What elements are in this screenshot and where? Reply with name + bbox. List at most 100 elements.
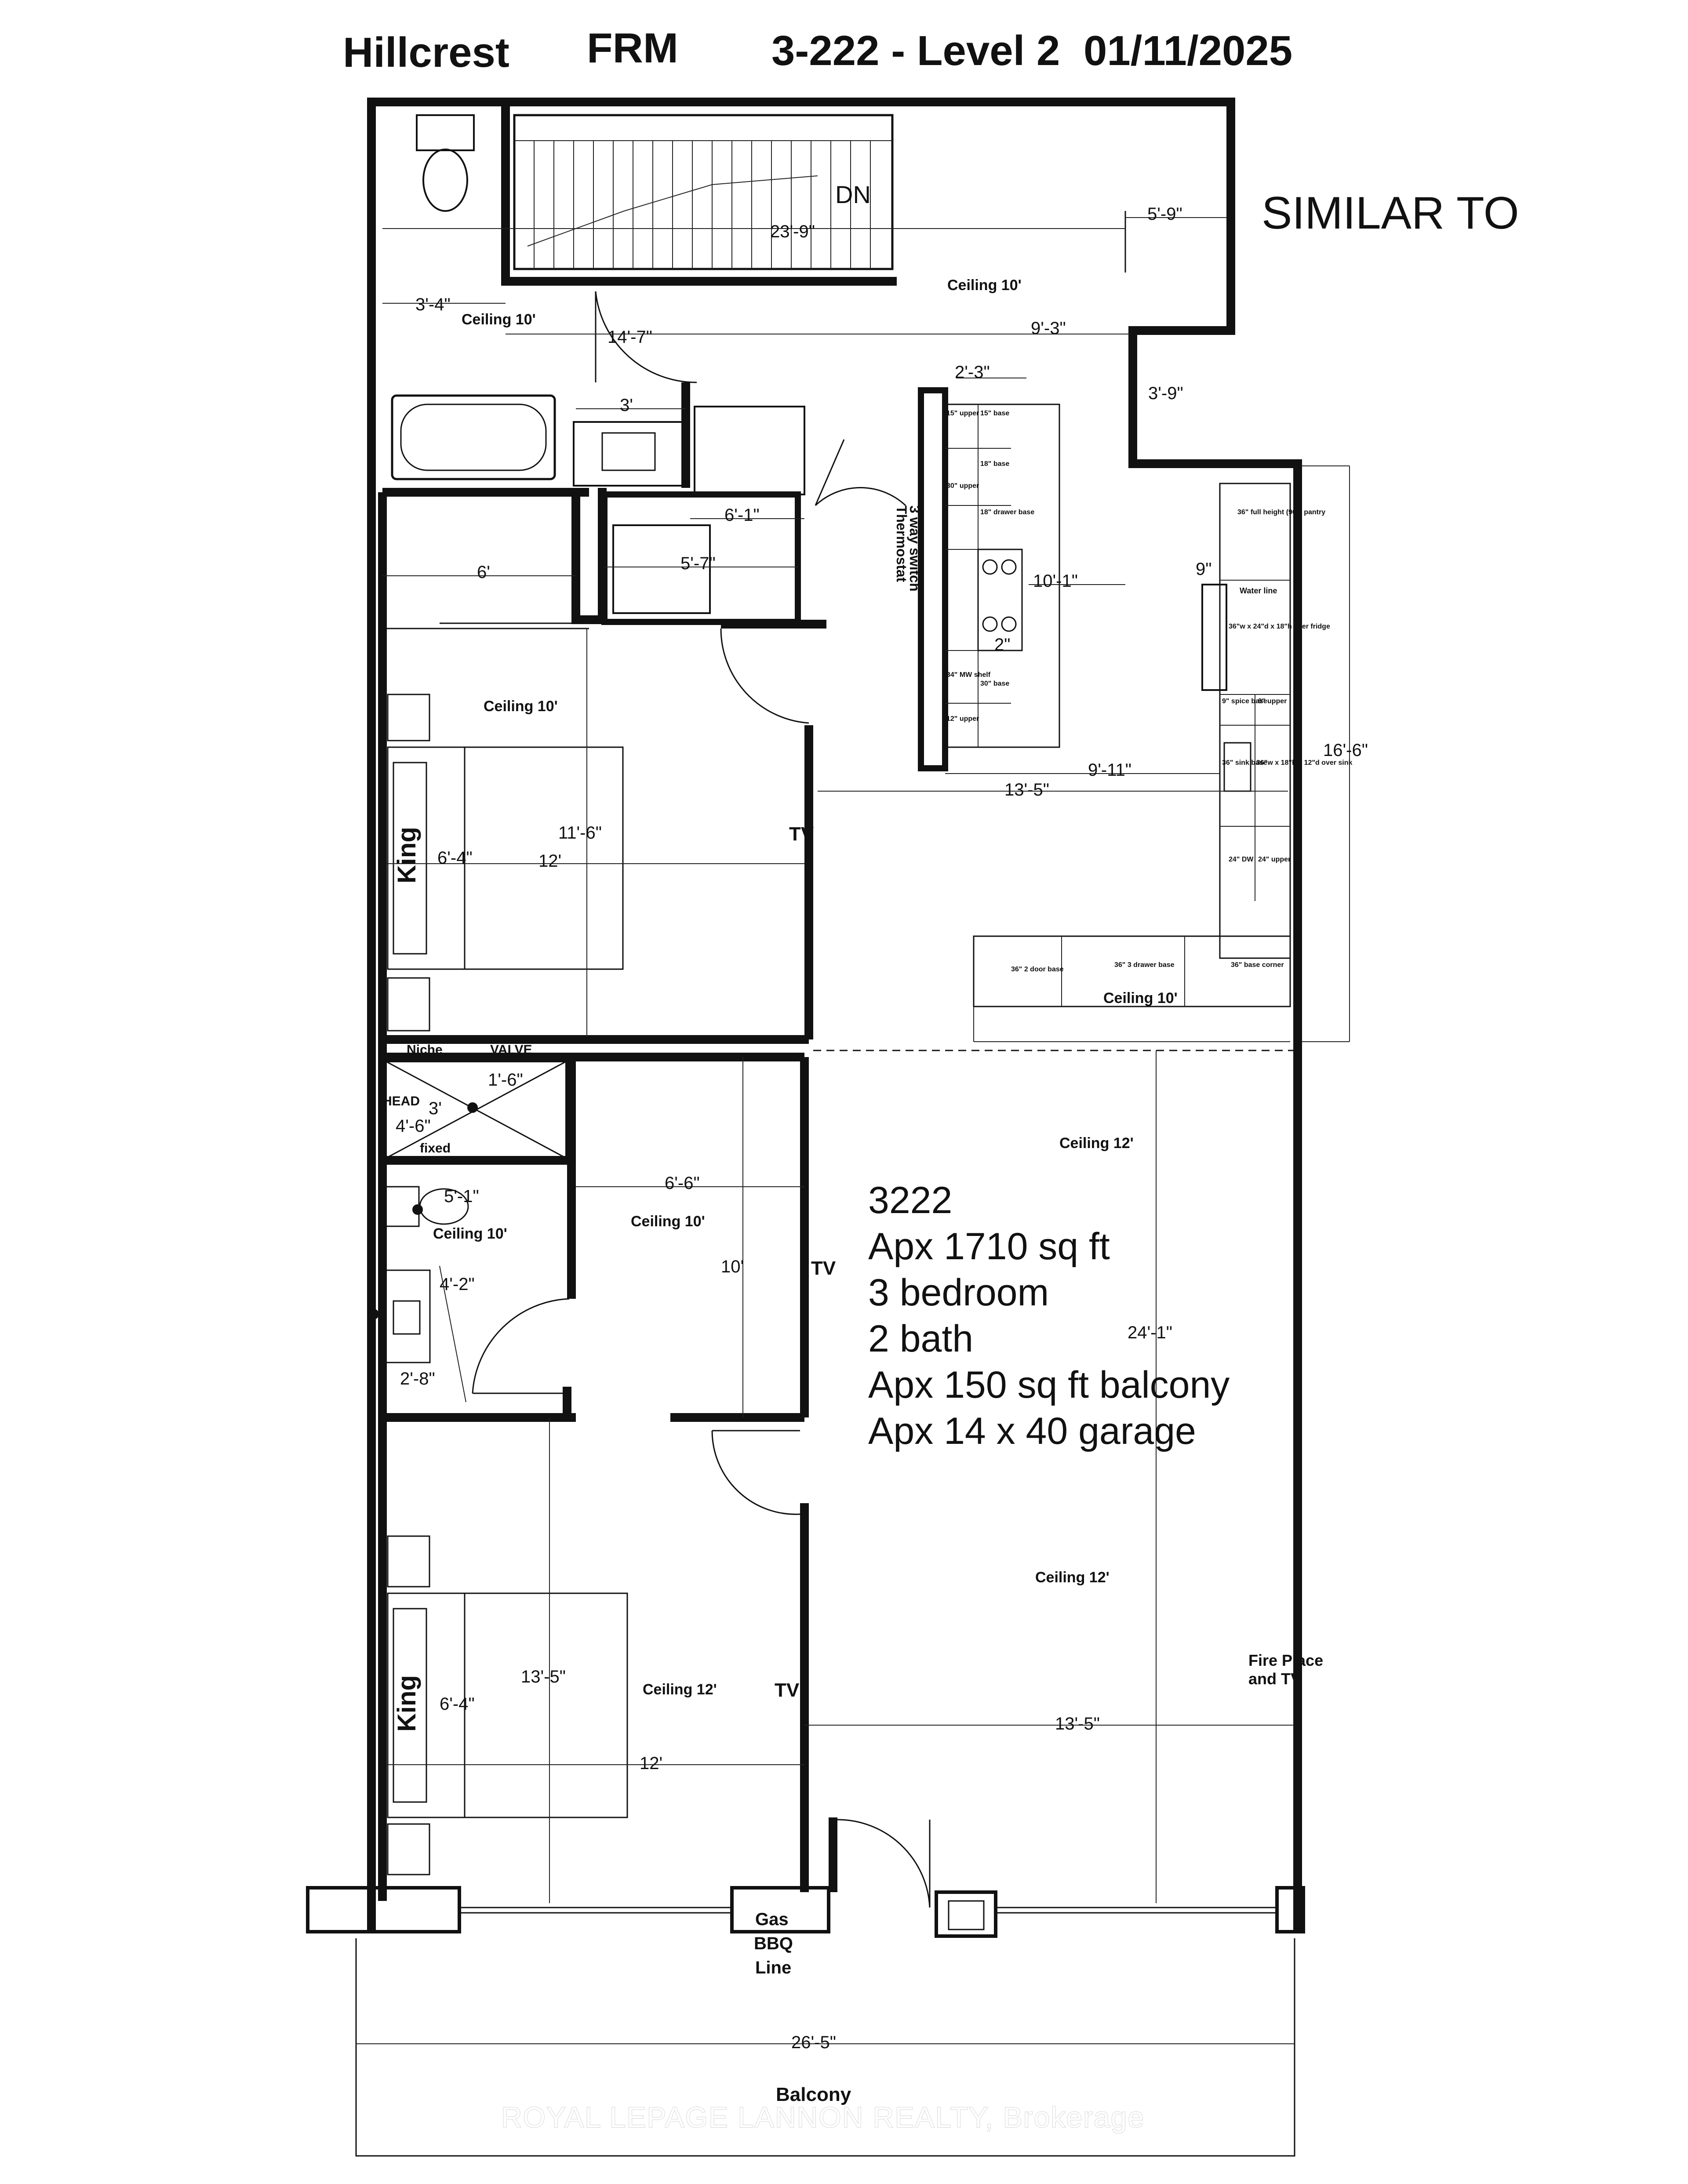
cab-label-dw: 24" DW	[1229, 856, 1254, 863]
unit-number: 3222	[868, 1179, 952, 1221]
ceiling-dining: Ceiling 12'	[1059, 1135, 1134, 1152]
dim-12: 12'	[538, 851, 561, 871]
ceiling-living: Ceiling 12'	[1035, 1569, 1110, 1586]
dim-14-7: 14'-7"	[608, 327, 652, 347]
cab-label-fridge: 36"w x 24"d x 18"h over fridge	[1229, 623, 1330, 630]
doors	[382, 211, 1126, 1908]
exterior-walls	[306, 98, 1305, 1938]
head-label: HEAD	[382, 1094, 420, 1108]
thermostat-label: Thermostat	[894, 505, 909, 582]
kitchen	[918, 378, 1291, 1042]
stair	[513, 114, 894, 270]
dim-13-5: 13'-5"	[1004, 780, 1049, 799]
dim-9-3: 9'-3"	[1031, 319, 1066, 338]
dim-4-2: 4'-2"	[440, 1275, 475, 1294]
fixtures	[368, 114, 805, 1875]
dim-10: 10'	[721, 1257, 744, 1276]
cab-label-spice: 9" spice base	[1222, 698, 1267, 705]
cab-label-sink: 36" sink base	[1222, 759, 1267, 767]
building-name: Hillcrest	[343, 29, 509, 76]
valve-label: VALVE	[490, 1043, 532, 1057]
dimension-labels: 23'-9" 5'-9" 3'-4" 14'-7" 9'-3" 2'-3" 3'…	[396, 204, 1368, 2052]
gas-label-1: Gas	[755, 1910, 789, 1929]
dim-2-3: 2'-3"	[955, 363, 990, 382]
ceiling-bedroom-3: Ceiling 12'	[643, 1681, 717, 1698]
stair-down-label: DN	[835, 181, 871, 208]
cab-label-over-sink: 36"w x 18"h x 12"d over sink	[1256, 759, 1353, 767]
dim-5-9: 5'-9"	[1147, 204, 1182, 224]
cab-label-2: 15" base	[980, 410, 1009, 417]
dim-6-1: 6'-1"	[724, 505, 760, 525]
dim-5-1: 5'-1"	[444, 1187, 479, 1206]
dim-5-7: 5'-7"	[680, 554, 716, 573]
dim-3: 3'	[620, 396, 633, 415]
interior-walls	[382, 102, 1295, 1892]
dim-4-6: 4'-6"	[396, 1116, 431, 1136]
cab-label-7: 30" base	[980, 680, 1009, 687]
dim-24-1: 24'-1"	[1128, 1323, 1172, 1342]
balcony-label: Balcony	[776, 2084, 851, 2105]
unit-info: 3222 Apx 1710 sq ft 3 bedroom 2 bath Apx…	[868, 1179, 1230, 1452]
dim-6-4-bedroom: 6'-4"	[440, 1694, 475, 1714]
cab-label-6: 34" MW shelf	[946, 671, 991, 679]
fireplace-label-1: Fire Place	[1248, 1651, 1323, 1669]
king-bed-label-1: King	[393, 827, 421, 883]
ceiling-bath: Ceiling 10'	[462, 311, 536, 328]
ceiling-kitchen: Ceiling 10'	[1103, 990, 1178, 1007]
ceiling-ensuite: Ceiling 10'	[433, 1225, 507, 1242]
cab-label-upper-24: 24" upper	[1258, 856, 1291, 863]
dim-3-4: 3'-4"	[415, 295, 451, 314]
niche-label: Niche	[407, 1043, 443, 1057]
ceiling-hall: Ceiling 10'	[947, 277, 1022, 294]
cabinet-labels: 15" upper 15" base 18" base 30" upper 18…	[946, 410, 1353, 973]
unit-baths: 2 bath	[868, 1318, 973, 1360]
cab-label-8: 12" upper	[946, 715, 979, 723]
switch-label: 3 way switch	[907, 505, 923, 592]
dim-12-bedroom: 12'	[640, 1754, 662, 1773]
dim-3-shower: 3'	[429, 1099, 442, 1118]
unit-balcony: Apx 150 sq ft balcony	[868, 1364, 1230, 1406]
fireplace-label-2: and TV	[1248, 1670, 1301, 1688]
dim-13-5-bedroom: 13'-5"	[521, 1667, 566, 1686]
gas-label-3: Line	[755, 1958, 791, 1977]
cab-label-upper-9: 9" upper	[1258, 698, 1287, 705]
dim-11-6: 11'-6"	[558, 823, 602, 843]
cab-label-2door: 36" 2 door base	[1011, 966, 1064, 973]
dim-9-11: 9'-11"	[1088, 760, 1131, 780]
unit-area: Apx 1710 sq ft	[868, 1225, 1110, 1268]
dim-1-6: 1'-6"	[488, 1070, 523, 1090]
dim-2-8: 2'-8"	[400, 1369, 435, 1388]
dim-23-9: 23'-9"	[770, 222, 815, 241]
tv-bedroom-3: TV	[775, 1679, 800, 1701]
cab-label-4: 30" upper	[946, 482, 979, 490]
unit-garage: Apx 14 x 40 garage	[868, 1410, 1196, 1452]
dim-3-9: 3'-9"	[1148, 384, 1183, 403]
cab-label-3drawer: 36" 3 drawer base	[1114, 961, 1175, 969]
gas-label-2: BBQ	[754, 1934, 793, 1953]
ceiling-bedroom-1: Ceiling 10'	[484, 698, 558, 715]
dimension-lines	[355, 217, 1350, 2157]
dim-10-1: 10'-1"	[1033, 571, 1078, 591]
room-labels: TV TV TV King King Thermostat 3 way swit…	[382, 505, 1323, 2105]
dim-26-5: 26'-5"	[791, 2033, 836, 2052]
fixed-label: fixed	[420, 1141, 451, 1156]
cab-label-pantry: 36" full height (96") pantry	[1237, 509, 1325, 516]
unit-level: 3-222 - Level 2	[771, 27, 1060, 74]
tv-bedroom-2: TV	[811, 1257, 836, 1279]
cab-label-1: 15" upper	[946, 410, 979, 417]
king-bed-label-2: King	[393, 1675, 421, 1732]
water-line-label: Water line	[1240, 586, 1277, 595]
plan-date: 01/11/2025	[1084, 27, 1292, 74]
cab-label-3: 18" base	[980, 460, 1009, 468]
dim-16-6: 16'-6"	[1323, 741, 1368, 760]
dim-13-5-living: 13'-5"	[1055, 1714, 1100, 1733]
dim-2: 2"	[994, 635, 1010, 654]
cab-label-5: 18" drawer base	[980, 509, 1034, 516]
plan-code: FRM	[587, 25, 678, 72]
ceiling-bedroom-2: Ceiling 10'	[631, 1213, 705, 1230]
dim-6-6: 6'-6"	[665, 1174, 700, 1193]
dim-6-4: 6'-4"	[437, 848, 473, 868]
brokerage-watermark: ROYAL LEPAGE LANNON REALTY, Brokerage	[501, 2101, 1145, 2133]
ceiling-labels: Ceiling 10' Ceiling 10' Ceiling 10' Ceil…	[433, 277, 1178, 1698]
